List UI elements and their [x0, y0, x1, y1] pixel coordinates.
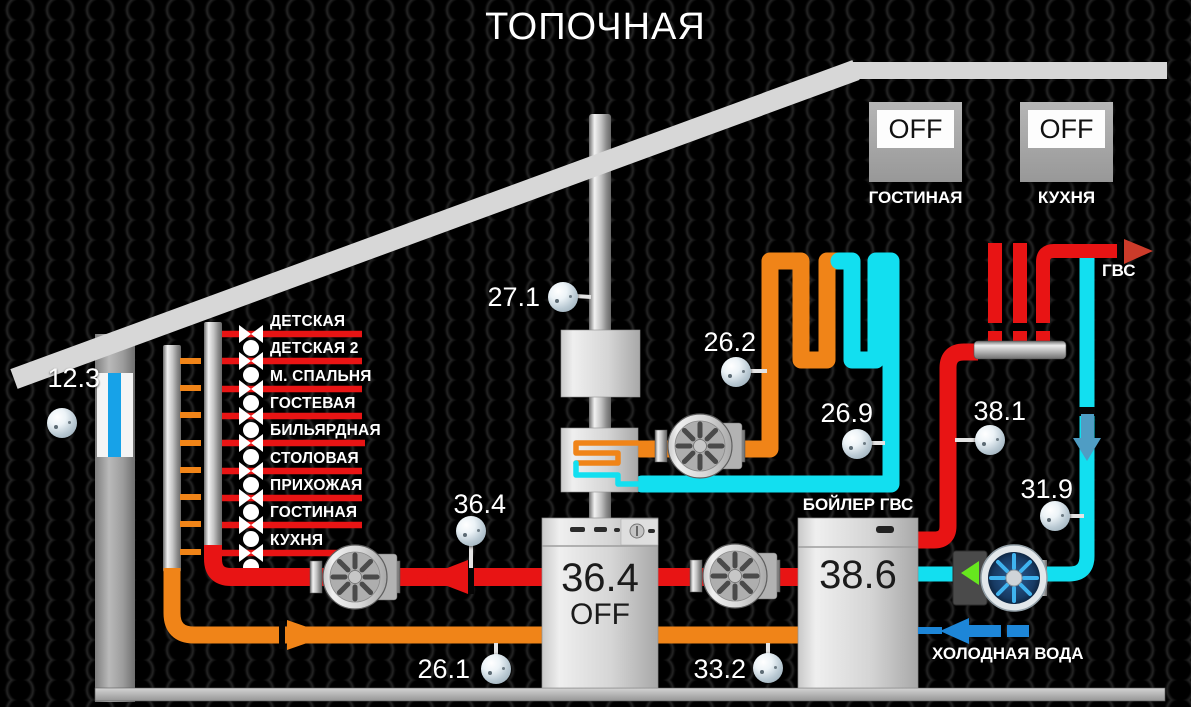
supply-manifold: [204, 322, 365, 575]
zone-switch-kitchen-label: КУХНЯ: [1037, 188, 1096, 207]
flue-damper-box: [560, 329, 641, 398]
sensor-value-heating-return: 26.1: [417, 654, 470, 684]
sensor-value-expansion: 12.3: [47, 363, 100, 393]
sensor-value-loop-return: 26.9: [820, 398, 873, 428]
gvs-label: ГВС: [1102, 261, 1136, 280]
zone-switch-livingroom[interactable]: OFF: [869, 102, 962, 182]
heating-supply-pipe: [204, 545, 542, 586]
hx-coil-cold: [573, 460, 646, 487]
temperature-sensor-icon-heating-return: [481, 654, 511, 684]
dhw-hot-feed-pipe: [918, 343, 978, 549]
temperature-sensor-icon-dhw-return: [753, 653, 783, 683]
dhw-boiler[interactable]: [797, 517, 919, 689]
zone-switch-kitchen[interactable]: OFF: [1020, 102, 1113, 182]
temperature-sensor-icon-flue: [548, 282, 578, 312]
temperature-sensor-icon-loop-return: [842, 429, 872, 459]
room-label-prihozhaya: ПРИХОЖАЯ: [270, 477, 363, 494]
sensor-value-loop-supply: 26.2: [703, 327, 756, 357]
room-label-spalnya: М. СПАЛЬНЯ: [270, 368, 372, 385]
cold-water-inlet-arrow: [918, 618, 1029, 644]
gvs-outlet-pipe: [1036, 244, 1118, 323]
room-label-detskaya: ДЕТСКАЯ: [270, 313, 346, 330]
pump-icon-boiler-link[interactable]: [690, 544, 780, 608]
sensor-value-dhw-feed: 38.1: [973, 396, 1026, 426]
room-label-kuhnya: КУХНЯ: [270, 532, 324, 549]
room-label-gostinaya: ГОСТИНАЯ: [270, 504, 358, 521]
sensor-value-dhw-return: 33.2: [693, 654, 746, 684]
cold-water-label: ХОЛОДНАЯ ВОДА: [932, 644, 1084, 663]
room-label-bilyardnaya: БИЛЬЯРДНАЯ: [270, 422, 381, 439]
main-boiler[interactable]: [541, 517, 659, 689]
sensor-value-flue: 27.1: [487, 282, 540, 312]
cold-flow-arrow-icon: [1073, 414, 1101, 461]
zone-switch-livingroom-state: OFF: [877, 110, 954, 148]
temperature-sensor-icon-dhw-outlet: [1040, 501, 1070, 531]
pump-icon-dhw[interactable]: [952, 544, 1048, 612]
dhw-cold-riser-pipe: [918, 250, 1095, 582]
floor: [94, 687, 1166, 702]
main-boiler-display: 36.4 OFF: [542, 558, 658, 630]
dhw-boiler-display: 38.6: [798, 555, 918, 595]
main-boiler-status: OFF: [570, 598, 630, 631]
supply-flow-arrow-icon: [424, 560, 468, 594]
loop-supply-pipe: [631, 252, 848, 458]
house-roof: [10, 60, 1167, 389]
page-title: ТОПОЧНАЯ: [485, 6, 706, 48]
loop-return-pipe: [633, 252, 900, 493]
flue-heat-exchanger: [560, 427, 646, 493]
zone-switch-livingroom-label: ГОСТИНАЯ: [868, 188, 963, 207]
room-label-gostevaya: ГОСТЕВАЯ: [270, 395, 356, 412]
zone-switch-kitchen-state: OFF: [1028, 110, 1105, 148]
return-flow-arrow-icon: [287, 620, 330, 650]
temperature-sensor-icon-boiler-supply: [456, 516, 486, 546]
dhw-boiler-temperature: 38.6: [819, 553, 897, 597]
pump-running-arrow-icon: [961, 561, 979, 585]
gvs-flow-arrow-icon: [1124, 239, 1153, 264]
temperature-sensor-icon-loop-supply: [721, 357, 751, 387]
collector: [973, 340, 1067, 360]
chimney: [589, 114, 611, 520]
pump-icon-loop[interactable]: [655, 414, 745, 478]
hx-coil-hot: [573, 440, 641, 466]
temperature-sensor-icon-expansion: [47, 408, 77, 438]
return-manifold: [163, 345, 201, 572]
room-label-stolovaya: СТОЛОВАЯ: [270, 450, 359, 467]
main-boiler-temperature: 36.4: [561, 556, 639, 600]
temperature-sensor-icon-dhw-feed: [975, 425, 1005, 455]
sensor-value-dhw-outlet: 31.9: [1020, 474, 1073, 504]
expansion-level-bar: [108, 373, 121, 457]
heating-return-pipe: [163, 568, 800, 644]
dhw-boiler-label: БОЙЛЕР ГВС: [802, 495, 914, 514]
sensor-value-boiler-supply: 36.4: [453, 489, 506, 519]
room-label-detskaya2: ДЕТСКАЯ 2: [270, 340, 359, 357]
house-wall: [95, 334, 135, 702]
